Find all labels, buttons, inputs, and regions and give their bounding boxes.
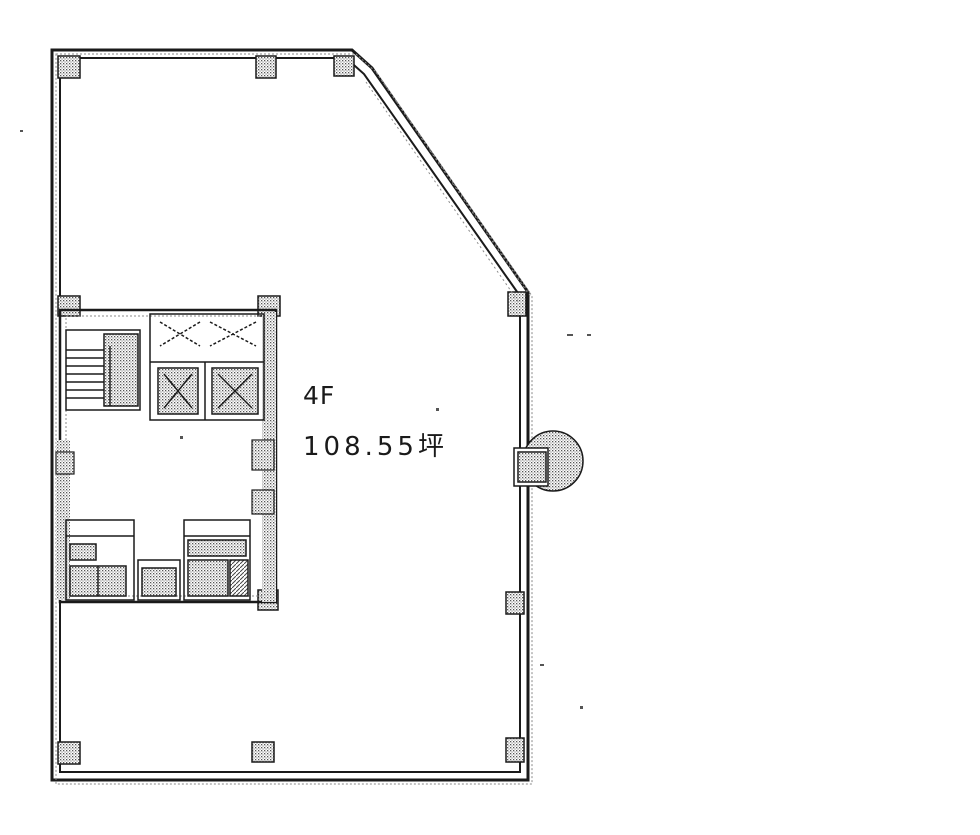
pipe-shafts — [55, 439, 275, 515]
column-right-upper — [507, 291, 527, 317]
column-bottom-right — [505, 737, 525, 763]
diagonal-wall-texture — [365, 71, 531, 305]
restrooms — [65, 519, 251, 601]
exterior-wall — [50, 48, 533, 785]
staircase — [65, 329, 141, 411]
scan-specks — [20, 130, 591, 709]
floor-number-label: 4F — [303, 381, 336, 410]
column-bottom-mid — [251, 741, 275, 763]
column-core-top-left — [57, 295, 81, 317]
floor-area-label: 108.55坪 — [303, 432, 448, 462]
elevator-cars — [157, 367, 259, 415]
column-bottom-left — [57, 741, 81, 765]
elevator-shaft — [149, 313, 265, 421]
column-top-mid — [255, 55, 277, 79]
column-right-mid — [505, 591, 525, 615]
column-top-right — [333, 55, 355, 77]
column-top-left — [57, 55, 81, 79]
exterior-stair-bump — [513, 430, 584, 492]
